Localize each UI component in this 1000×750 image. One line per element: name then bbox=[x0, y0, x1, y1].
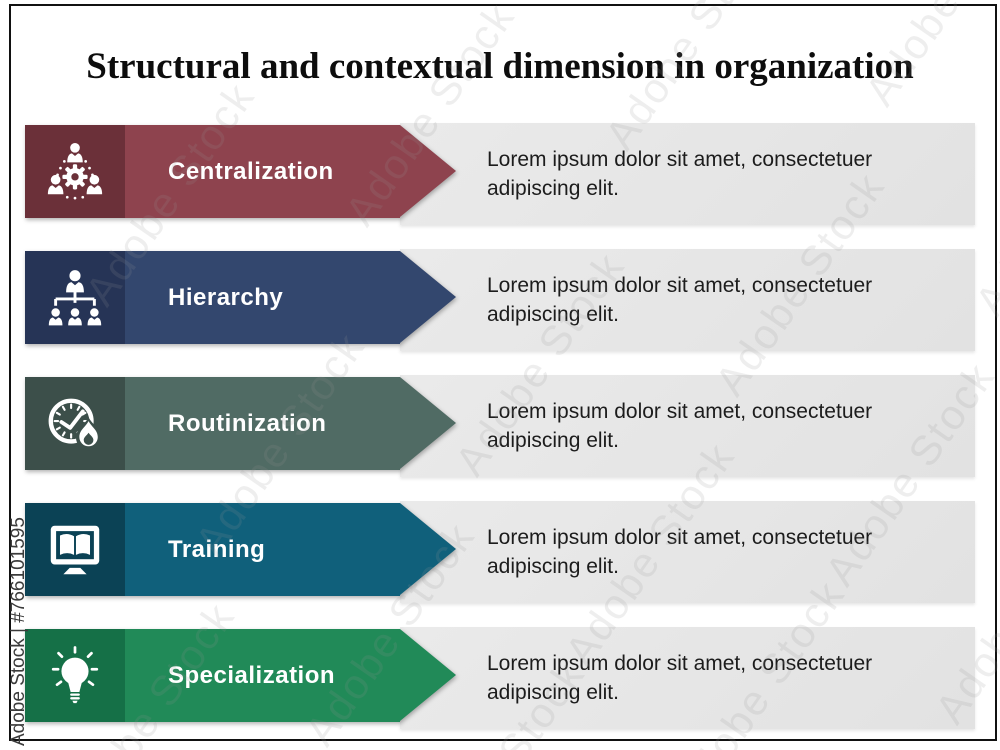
lightbulb-icon bbox=[44, 645, 106, 707]
icon-box bbox=[25, 377, 125, 470]
dimension-label: Specialization bbox=[168, 661, 336, 689]
icon-box bbox=[25, 251, 125, 344]
dimension-row: Lorem ipsum dolor sit amet, consectetuer… bbox=[0, 249, 1000, 351]
description-panel: Lorem ipsum dolor sit amet, consectetuer… bbox=[400, 249, 975, 351]
dimension-row: Lorem ipsum dolor sit amet, consectetuer… bbox=[0, 375, 1000, 477]
description-panel: Lorem ipsum dolor sit amet, consectetuer… bbox=[400, 627, 975, 729]
icon-box bbox=[25, 503, 125, 596]
clock-flame-icon bbox=[44, 393, 106, 455]
page-title: Structural and contextual dimension in o… bbox=[86, 45, 914, 87]
arrow-banner: Centralization bbox=[25, 125, 456, 218]
org-chart-icon bbox=[44, 267, 106, 329]
dimension-label: Training bbox=[168, 535, 266, 563]
adobe-stock-id-watermark: Adobe Stock | #766101595 bbox=[8, 517, 29, 746]
description-text: Lorem ipsum dolor sit amet, consectetuer… bbox=[487, 274, 873, 326]
dimension-label: Routinization bbox=[168, 409, 327, 437]
dimension-label: Hierarchy bbox=[168, 283, 284, 311]
description-panel: Lorem ipsum dolor sit amet, consectetuer… bbox=[400, 375, 975, 477]
dimension-label: Centralization bbox=[168, 157, 334, 185]
dimension-row: Lorem ipsum dolor sit amet, consectetuer… bbox=[0, 627, 1000, 729]
description-text: Lorem ipsum dolor sit amet, consectetuer… bbox=[487, 400, 873, 452]
dimension-row: Lorem ipsum dolor sit amet, consectetuer… bbox=[0, 123, 1000, 225]
description-panel: Lorem ipsum dolor sit amet, consectetuer… bbox=[400, 501, 975, 603]
arrow-banner: Hierarchy bbox=[25, 251, 456, 344]
monitor-book-icon bbox=[44, 519, 106, 581]
arrow-banner: Training bbox=[25, 503, 456, 596]
icon-box bbox=[25, 629, 125, 722]
arrow-banner: Specialization bbox=[25, 629, 456, 722]
dimension-row: Lorem ipsum dolor sit amet, consectetuer… bbox=[0, 501, 1000, 603]
arrow-banner: Routinization bbox=[25, 377, 456, 470]
description-text: Lorem ipsum dolor sit amet, consectetuer… bbox=[487, 652, 873, 704]
description-text: Lorem ipsum dolor sit amet, consectetuer… bbox=[487, 148, 873, 200]
people-around-gear-icon bbox=[44, 141, 106, 203]
description-text: Lorem ipsum dolor sit amet, consectetuer… bbox=[487, 526, 873, 578]
description-panel: Lorem ipsum dolor sit amet, consectetuer… bbox=[400, 123, 975, 225]
icon-box bbox=[25, 125, 125, 218]
